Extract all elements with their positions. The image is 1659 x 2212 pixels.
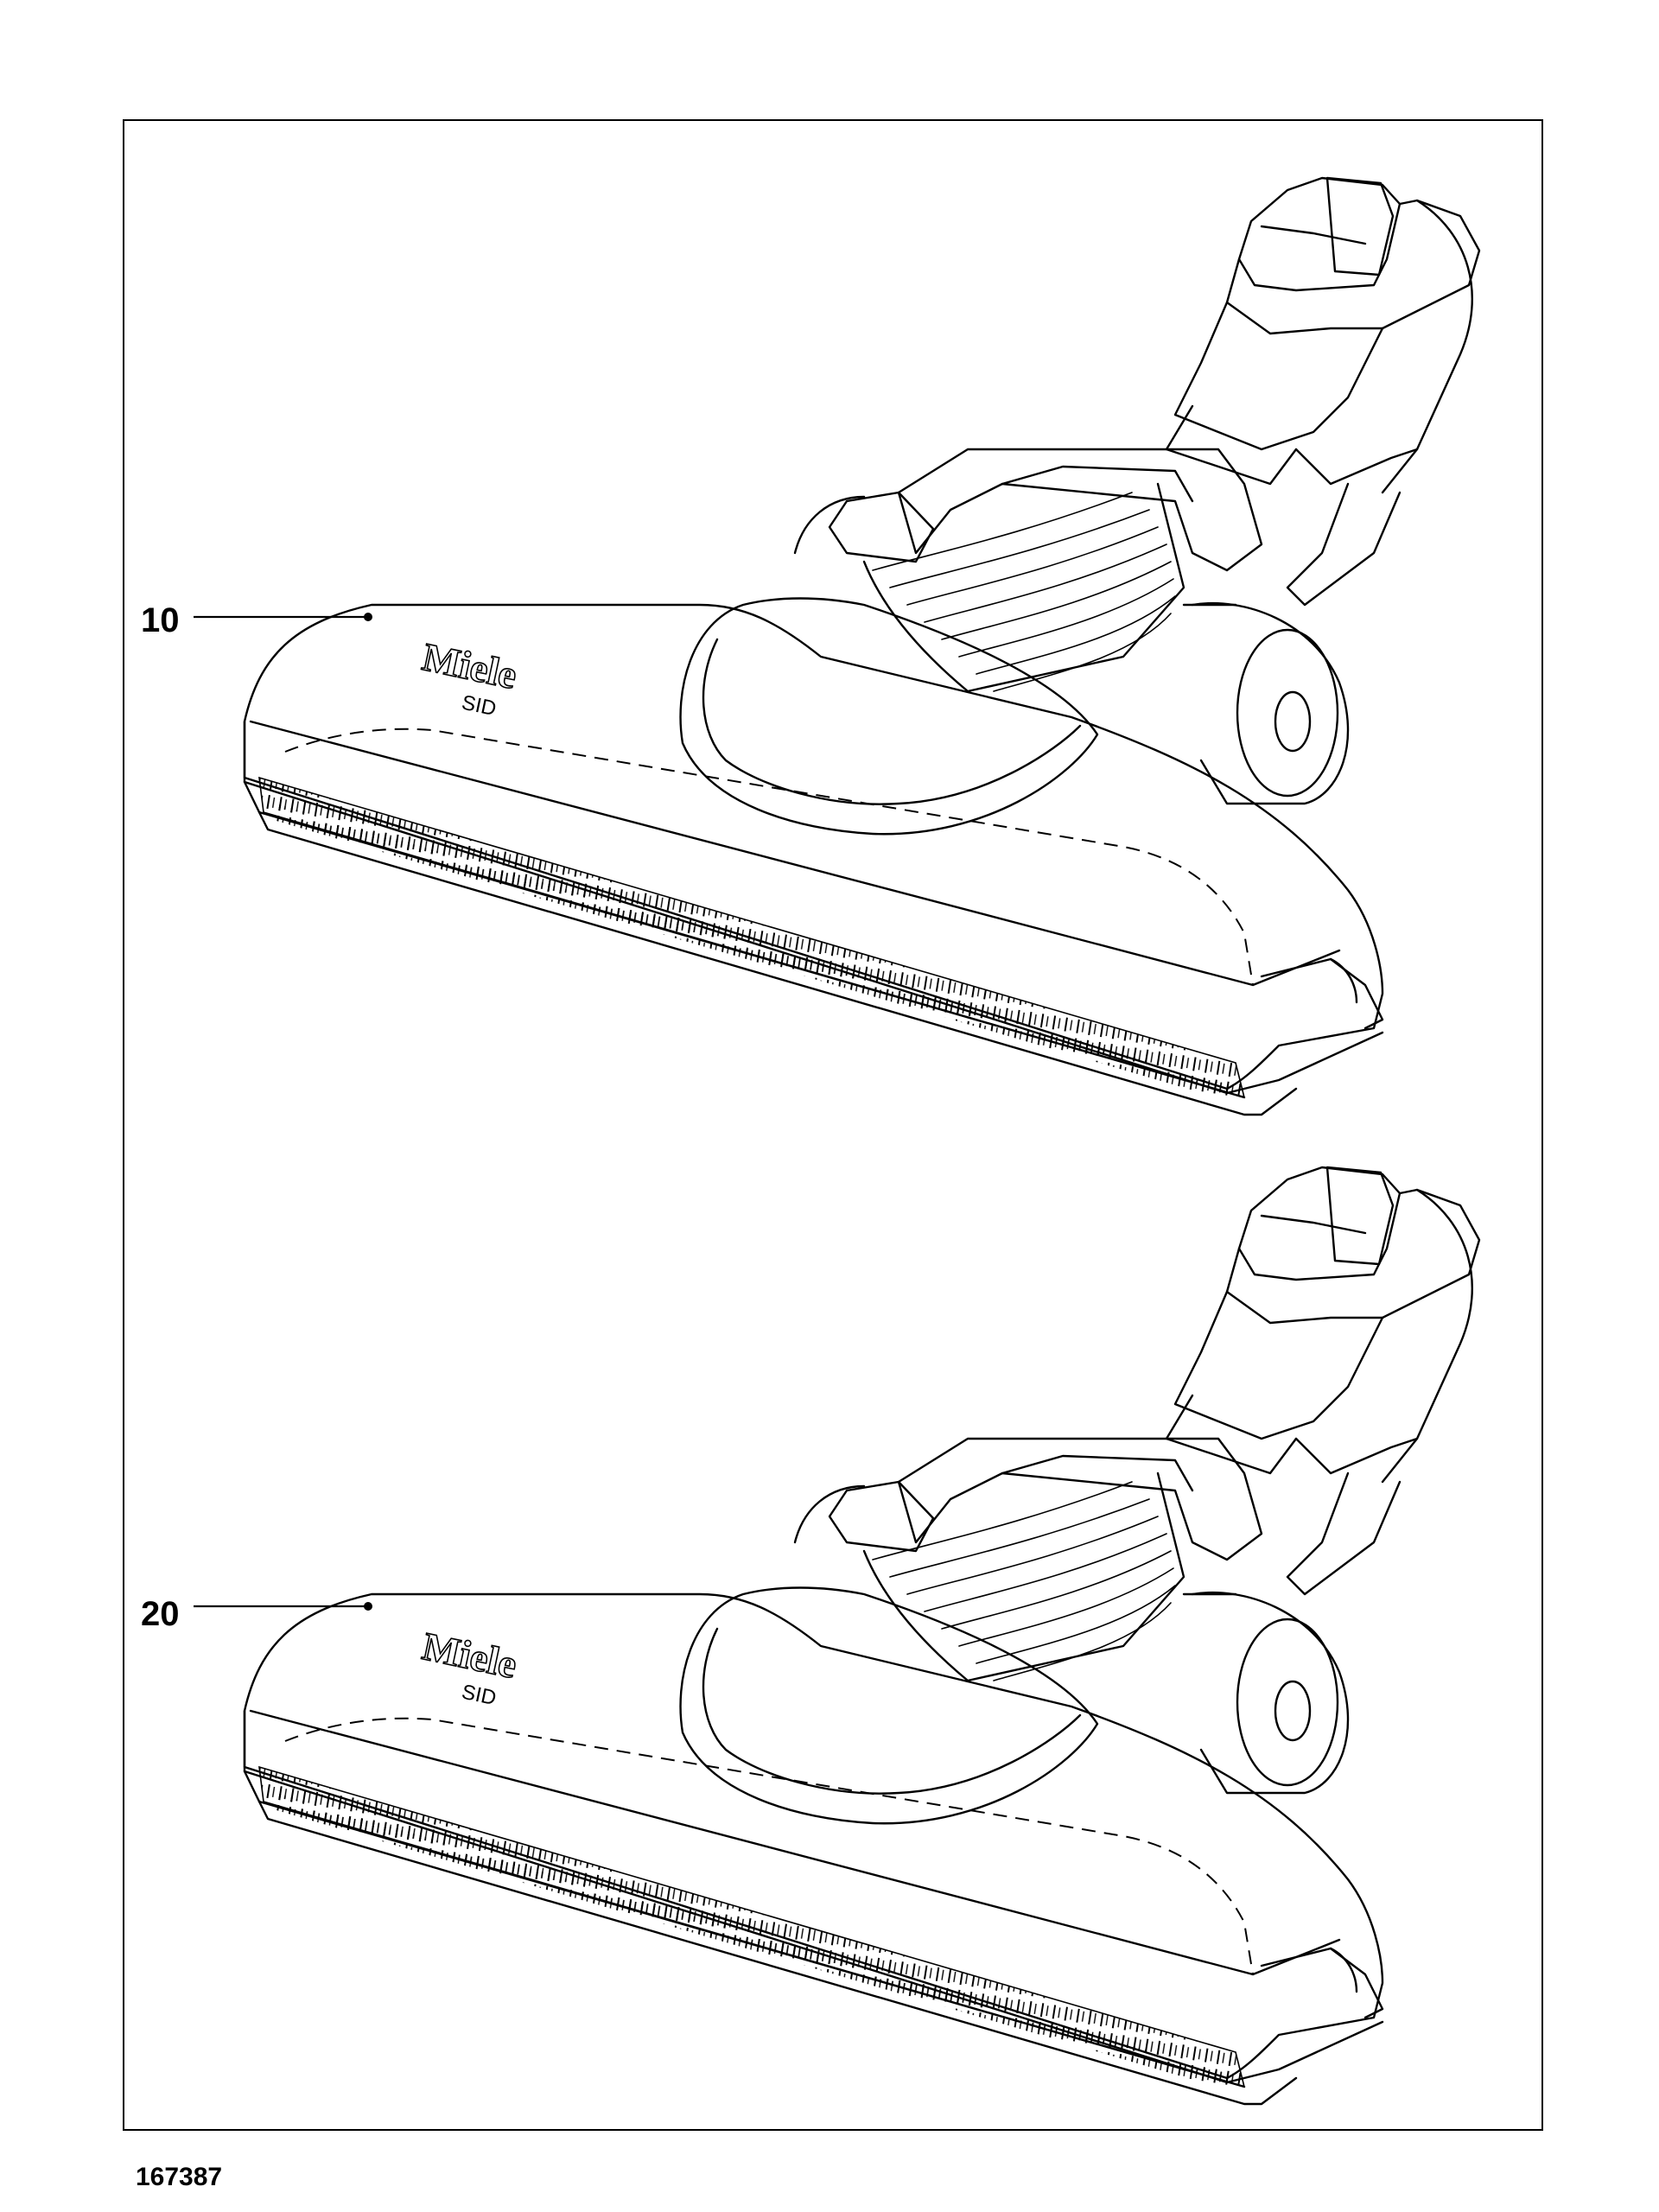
callout-label-10: 10 [141,601,180,639]
logo-miele: Miele [419,1624,521,1687]
drawing-number: 167387 [136,2163,223,2191]
floorhead-figure-10: Miele SID [194,176,1481,1116]
callout-label-20: 20 [141,1595,180,1633]
logo-model: SID [460,1681,499,1711]
floorhead-figure-20: Miele SID [194,1166,1481,2106]
drawing-frame [123,119,1543,2131]
leader-dot-20 [364,1602,372,1611]
logo-model: SID [460,691,499,721]
leader-dot-10 [364,613,372,621]
logo-miele: Miele [419,634,521,697]
